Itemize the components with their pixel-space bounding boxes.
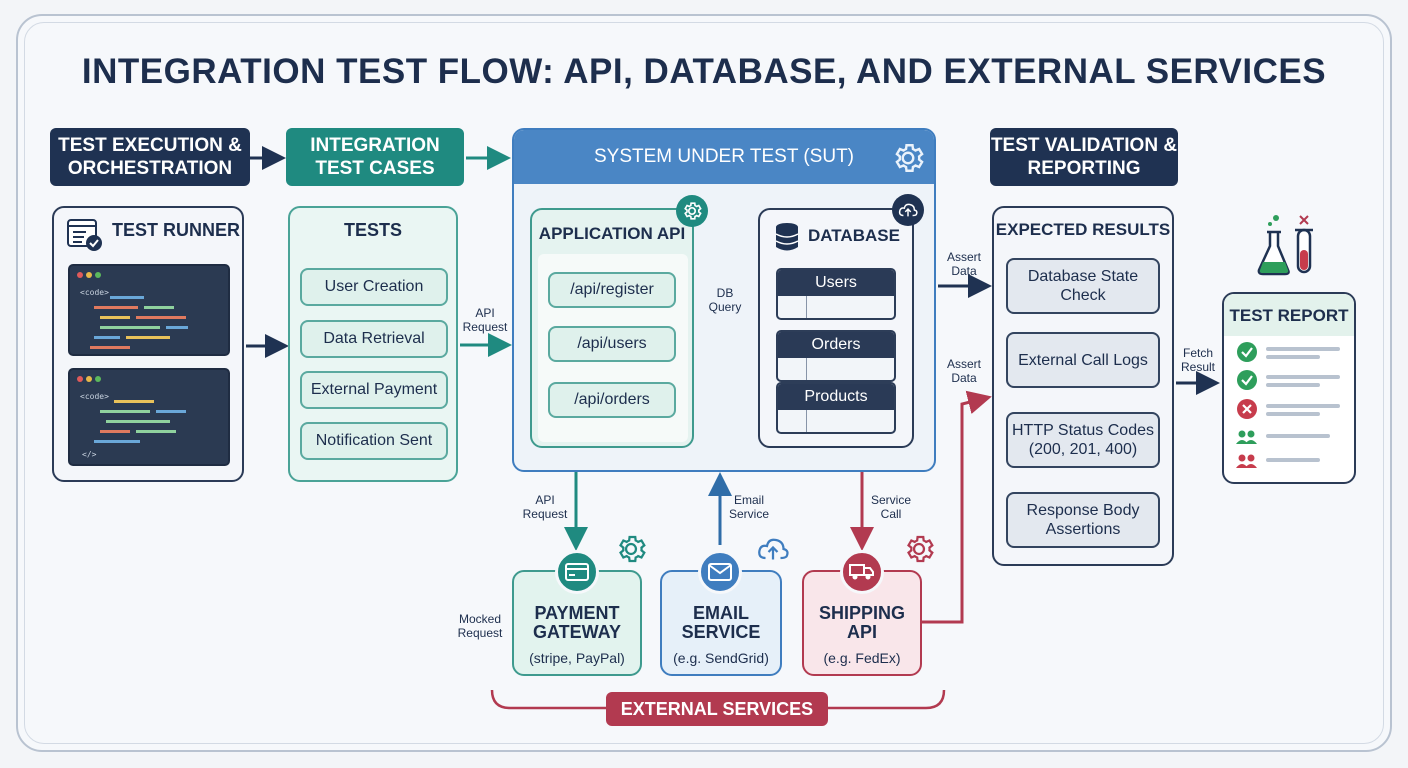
edge-assert-data-1: Assert Data: [946, 250, 981, 278]
header-orchestration: TEST EXECUTION & ORCHESTRATION: [50, 128, 250, 186]
table-products-name: Products: [778, 384, 894, 410]
application-api-panel: APPLICATION API /api/register /api/users…: [530, 208, 694, 448]
check-http-status[interactable]: HTTP Status Codes (200, 201, 400): [1006, 412, 1160, 468]
header-test-cases: INTEGRATION TEST CASES: [286, 128, 464, 186]
gear-icon: [895, 144, 924, 172]
test-report-panel: TEST REPORT: [1222, 292, 1356, 484]
gear-icon: [619, 535, 646, 563]
check-response-body[interactable]: Response Body Assertions: [1006, 492, 1160, 548]
inner-frame: [24, 22, 1384, 744]
pass-icon: [1237, 342, 1257, 362]
table-orders[interactable]: Orders: [776, 330, 896, 382]
tests-title: TESTS: [343, 220, 402, 240]
cloud-upload-icon: [898, 203, 918, 217]
test-notification-sent[interactable]: Notification Sent: [300, 422, 448, 460]
test-external-payment[interactable]: External Payment: [300, 371, 448, 409]
credit-card-icon: [565, 563, 589, 581]
user-group-icon: [1236, 454, 1257, 468]
edge-service-call: Service Call: [870, 493, 911, 521]
edge-mocked-request: Mocked Request: [457, 612, 503, 640]
email-service-sub: (e.g. SendGrid): [673, 650, 769, 666]
edge-fetch-result: Fetch Result: [1180, 346, 1215, 374]
payment-gateway-name: PAYMENT GATEWAY: [532, 603, 621, 642]
test-report-title: TEST REPORT: [1229, 306, 1349, 325]
report-result-list: [1236, 342, 1340, 468]
external-bracket: [490, 689, 946, 710]
check-external-logs[interactable]: External Call Logs: [1006, 332, 1160, 388]
application-api-title: APPLICATION API: [538, 224, 686, 243]
page-title: INTEGRATION TEST FLOW: API, DATABASE, AN…: [81, 52, 1327, 91]
edge-api-request-2: API Request: [522, 493, 568, 521]
fail-icon: [1237, 399, 1257, 419]
arrow-shipping-to-expected: [922, 390, 992, 624]
test-runner-panel: TEST RUNNER <code> <code>: [52, 206, 244, 482]
table-row: [778, 410, 894, 432]
test-user-creation[interactable]: User Creation: [300, 268, 448, 306]
payment-gateway-sub: (stripe, PayPal): [529, 650, 625, 666]
database-icon: [775, 223, 799, 251]
tests-panel: TESTS User Creation Data Retrieval Exter…: [288, 206, 458, 482]
email-service-card[interactable]: EMAIL SERVICE (e.g. SendGrid): [660, 570, 782, 676]
database-panel: DATABASE Users Orders Products: [758, 208, 914, 448]
edge-db-query: DB Query: [708, 286, 742, 314]
pass-icon: [1237, 370, 1257, 390]
payment-badge: [555, 550, 599, 594]
table-users-name: Users: [778, 270, 894, 296]
email-service-name: EMAIL SERVICE: [681, 603, 761, 642]
test-runner-title: TEST RUNNER: [112, 220, 241, 240]
sut-header-bar: [514, 130, 934, 184]
gear-icon: [684, 202, 702, 220]
table-row: [778, 358, 894, 380]
api-gear-badge: [676, 195, 708, 227]
code-tag: <code>: [80, 288, 109, 297]
window-dots-icon: [77, 376, 101, 382]
table-products[interactable]: Products: [776, 382, 896, 434]
shipping-badge: [840, 550, 884, 594]
check-db-state[interactable]: Database State Check: [1006, 258, 1160, 314]
shipping-api-sub: (e.g. FedEx): [823, 650, 901, 666]
table-users[interactable]: Users: [776, 268, 896, 320]
payment-gateway-card[interactable]: PAYMENT GATEWAY (stripe, PayPal): [512, 570, 642, 676]
code-window-1: <code>: [68, 264, 230, 356]
edge-assert-data-2: Assert Data: [946, 357, 981, 385]
expected-results-title: EXPECTED RESULTS: [995, 220, 1171, 239]
endpoint-users[interactable]: /api/users: [548, 326, 676, 362]
code-window-2: <code> </>: [68, 368, 230, 466]
header-validation: TEST VALIDATION & REPORTING: [990, 128, 1178, 186]
window-dots-icon: [77, 272, 101, 278]
gear-icon: [907, 535, 934, 563]
report-header-bar: [1224, 294, 1354, 336]
user-group-icon: [1236, 430, 1257, 444]
edge-api-request: API Request: [462, 306, 508, 334]
shipping-api-name: SHIPPING API: [818, 603, 906, 642]
db-cloud-badge: [892, 194, 924, 226]
endpoint-register[interactable]: /api/register: [548, 272, 676, 308]
code-tag: <code>: [80, 392, 109, 401]
table-row: [778, 296, 894, 318]
sut-title: SYSTEM UNDER TEST (SUT): [593, 146, 855, 167]
code-end-tag: </>: [82, 450, 97, 459]
email-badge: [698, 550, 742, 594]
database-title: DATABASE: [808, 226, 900, 245]
endpoint-orders[interactable]: /api/orders: [548, 382, 676, 418]
truck-icon: [849, 564, 874, 580]
code-lines-icon: [90, 296, 188, 349]
envelope-icon: [708, 563, 732, 581]
test-data-retrieval[interactable]: Data Retrieval: [300, 320, 448, 358]
cloud-upload-icon: [758, 538, 789, 560]
lab-flask-icon: [1257, 215, 1313, 276]
table-orders-name: Orders: [778, 332, 894, 358]
expected-results-panel: EXPECTED RESULTS Database State Check Ex…: [992, 206, 1174, 566]
edge-email-service: Email Service: [728, 493, 769, 521]
code-lines-icon: [94, 400, 186, 443]
external-services-label: EXTERNAL SERVICES: [606, 692, 828, 726]
checklist-icon: [67, 219, 102, 251]
